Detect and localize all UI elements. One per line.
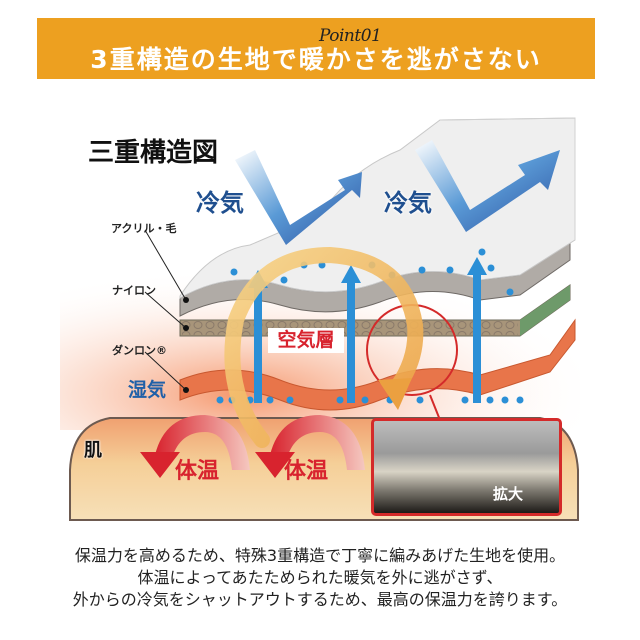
material-label-nylon: ナイロン <box>112 284 156 297</box>
material-label-danron: ダンロン® <box>112 344 167 357</box>
page-title: 3重構造の生地で暖かさを逃がさない <box>90 45 542 74</box>
body-heat-label-2: 体温 <box>284 459 329 484</box>
skin-label: 肌 <box>84 440 102 461</box>
description: 保温力を高めるため、特殊3重構造で丁寧に編みあげた生地を使用。 体温によってあた… <box>0 545 640 611</box>
description-line-2: 体温によってあたためられた暖気を外に逃がさず、 <box>137 568 503 587</box>
description-line-3: 外からの冷気をシャットアウトするため、最高の保温力を誇ります。 <box>72 590 568 609</box>
three-layer-diagram: 三重構造図 冷気 冷気 アクリル・毛 ナイロン ダンロン® 湿気 肌 体温 体温… <box>0 100 640 530</box>
diagram-title: 三重構造図 <box>88 138 219 168</box>
moisture-label: 湿気 <box>128 379 167 401</box>
air-layer-label: 空気層 <box>268 328 344 353</box>
magnified-fabric-photo: 拡大 <box>371 418 562 516</box>
magnify-label: 拡大 <box>492 485 523 503</box>
cold-air-label-2: 冷気 <box>384 189 432 217</box>
description-line-1: 保温力を高めるため、特殊3重構造で丁寧に編みあげた生地を使用。 <box>74 546 566 565</box>
body-heat-label-1: 体温 <box>175 459 220 484</box>
material-label-acrylic: アクリル・毛 <box>111 222 177 235</box>
point-label: Point01 <box>319 26 382 46</box>
title-banner: Point01 3重構造の生地で暖かさを逃がさない <box>37 18 595 79</box>
cold-air-label-1: 冷気 <box>196 189 244 217</box>
